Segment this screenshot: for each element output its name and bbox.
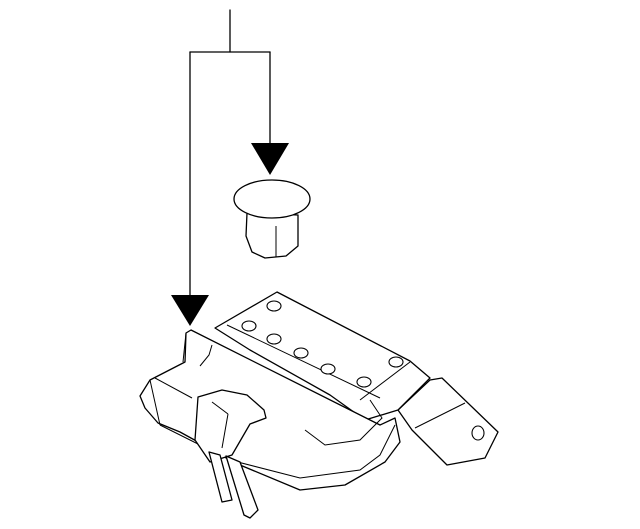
arrow-to-bracket-icon: [171, 295, 209, 326]
arrow-to-clip-icon: [251, 143, 289, 175]
callout-leader: [189, 9, 271, 297]
push-clip: [233, 179, 311, 259]
bracket-cover: [139, 291, 499, 519]
